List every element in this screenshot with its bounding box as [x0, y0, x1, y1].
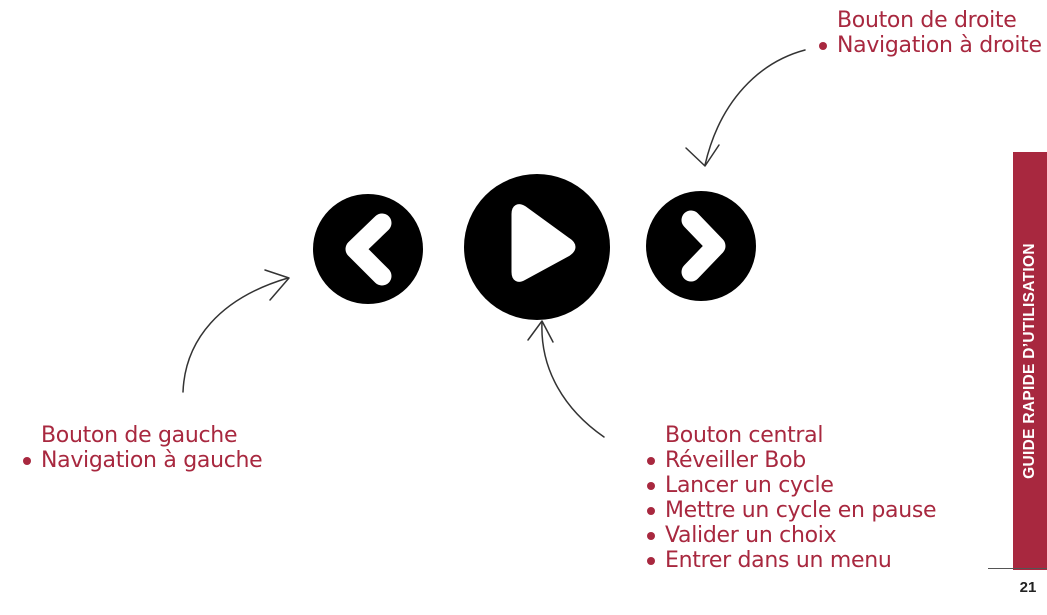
- right-button-annotation: Bouton de droite Navigation à droite: [817, 8, 1042, 58]
- chevron-left-icon: [345, 213, 392, 286]
- annotation-title: Bouton de droite: [837, 8, 1017, 33]
- page-number: 21: [1019, 579, 1037, 596]
- right-button[interactable]: [646, 191, 756, 301]
- annotation-list: Réveiller Bob Lancer un cycle Mettre un …: [645, 448, 937, 573]
- right-button-circle: [646, 191, 756, 301]
- section-tab: GUIDE RAPIDE D’UTILISATION: [1013, 152, 1047, 570]
- section-tab-label: GUIDE RAPIDE D’UTILISATION: [1021, 243, 1038, 479]
- play-icon: [511, 204, 576, 282]
- arrow-to-left-button: [182, 269, 290, 393]
- annotation-item: Lancer un cycle: [645, 473, 936, 498]
- center-button-annotation: Bouton central Réveiller Bob Lancer un c…: [645, 423, 937, 573]
- annotation-item: Réveiller Bob: [645, 448, 936, 473]
- annotation-list: Navigation à gauche: [21, 448, 263, 473]
- center-button[interactable]: [464, 174, 610, 320]
- annotation-list: Navigation à droite: [817, 33, 1042, 58]
- left-button[interactable]: [313, 194, 423, 304]
- annotation-item: Navigation à gauche: [21, 448, 263, 473]
- annotation-item: Navigation à droite: [817, 33, 1042, 58]
- left-button-annotation: Bouton de gauche Navigation à gauche: [21, 423, 263, 473]
- chevron-right-icon: [681, 210, 726, 282]
- footer-divider: [988, 568, 1047, 569]
- annotation-title: Bouton de gauche: [41, 423, 238, 448]
- annotation-title: Bouton central: [665, 423, 824, 448]
- annotation-item: Mettre un cycle en pause: [645, 498, 937, 523]
- annotation-item: Valider un choix: [645, 523, 936, 548]
- annotation-item: Entrer dans un menu: [645, 548, 936, 573]
- arrow-to-center-button: [527, 320, 605, 438]
- arrow-to-right-button: [685, 49, 806, 167]
